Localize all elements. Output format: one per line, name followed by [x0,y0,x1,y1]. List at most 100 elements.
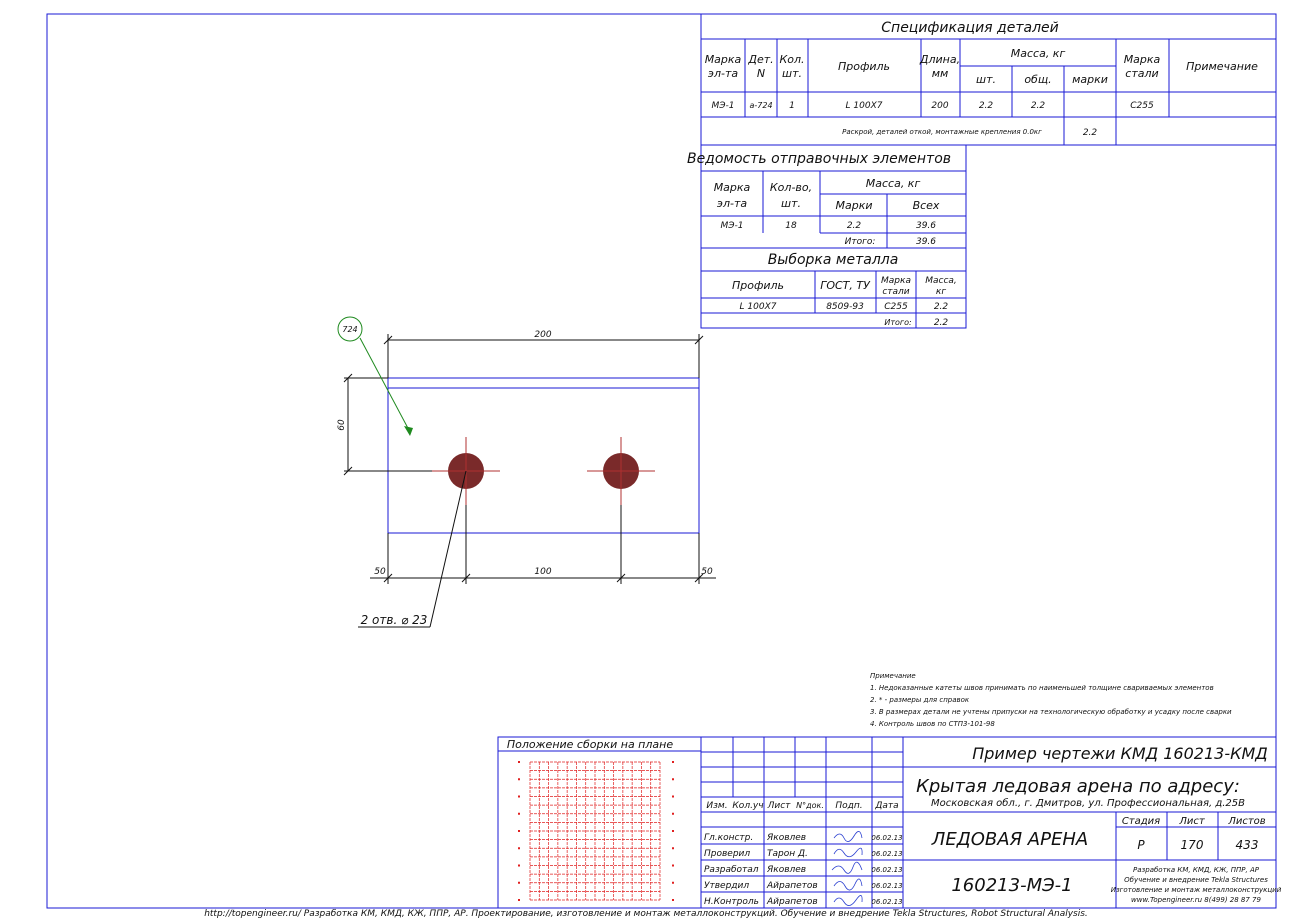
shipping-header-qty-1: Кол-во, [770,181,812,194]
sheets-header: Листов [1227,816,1265,827]
shipping-header-mark-2: эл-та [717,197,747,210]
spec-title: Спецификация деталей [881,20,1058,36]
role-5-date: 06.02.13 [871,898,902,906]
sheet-frame [46,13,1277,909]
shipping-header-mass: Масса, кг [866,177,921,190]
plan-axis-mark [672,761,674,763]
part-outline [387,377,700,534]
spec-header-profile: Профиль [838,60,890,73]
spec-cell-det: а-724 [749,101,772,110]
plan-axis-mark [672,864,674,867]
spec-header-length-1: Длина, [919,53,960,66]
doc-code: 160213-МЭ-1 [951,875,1072,896]
footer-link[interactable]: http://topengineer.ru/ Разработка КМ, КМ… [204,909,1088,919]
role-3-date: 06.02.13 [871,866,902,874]
dim-right: 50 [701,567,713,577]
metal-header-mass-1: Масса, [925,276,957,286]
object-title: Крытая ледовая арена по адресу: [916,776,1240,797]
plan-axis-mark [672,795,674,798]
spec-header-mark-1: Марка [705,53,742,66]
dim-height: 60 [337,419,347,431]
spec-cell-profile: L 100X7 [846,101,883,111]
company-line-1: Разработка КМ, КМД, КЖ, ППР, АР [1133,866,1260,874]
metal-header-profile: Профиль [732,279,784,292]
part-balloon-label: 724 [342,325,357,334]
role-3: Разработал [704,865,759,875]
company-line-3: Изготовление и монтаж металлоконструкций [1111,886,1282,894]
sheet-title: ЛЕДОВАЯ АРЕНА [931,829,1088,850]
location-plan: Положение сборки на плане [497,736,702,909]
shipping-table: Ведомость отправочных элементов Марка эл… [687,144,967,249]
col-list: Лист [767,801,792,811]
plan-axis-mark [672,830,674,832]
shipping-title: Ведомость отправочных элементов [687,151,951,167]
dim-left: 50 [374,567,386,577]
notes-block: Примечание 1. Недоказанные катеты швов п… [870,672,1232,728]
spec-header-qty-2: шт. [782,67,802,80]
role-2-date: 06.02.13 [871,850,902,858]
plan-axis-mark [518,830,520,832]
metal-total-label: Итого: [884,318,912,327]
signatures [831,831,863,906]
spec-header-steel-2: стали [1125,67,1158,80]
shipping-cell-mass-mark: 2.2 [847,221,862,231]
col-data: Дата [874,801,898,811]
col-izm: Изм. [706,801,727,811]
metal-header-gost: ГОСТ, ТУ [820,279,871,292]
shipping-total-label: Итого: [845,237,876,247]
role-2-name: Тарон Д. [767,849,808,859]
col-ndoc: N°док. [796,801,824,810]
spec-summary-value: 2.2 [1083,128,1098,138]
note-1: 1. Недоказанные катеты швов принимать по… [870,684,1214,692]
stage-header: Стадия [1122,816,1160,827]
col-podp: Подп. [835,801,862,811]
plan-axis-mark [518,847,520,850]
metal-cell-profile: L 100X7 [740,302,777,312]
spec-header-qty-1: Кол. [779,53,804,66]
shipping-header-qty-2: шт. [781,197,801,210]
plan-axis-mark [518,812,520,815]
shipping-total-value: 39.6 [916,237,936,247]
plan-axis-mark [518,778,520,781]
metal-cell-gost: 8509-93 [826,302,864,312]
role-5: Н.Контроль [704,897,759,907]
role-4-name: Айрапетов [766,881,818,891]
plan-axis-mark [518,881,520,884]
spec-cell-steel: С255 [1130,101,1154,111]
shipping-header-mass-all: Всех [913,199,940,212]
part-drawing: 200 60 50 100 50 2 отв. ⌀ 23 [337,316,716,628]
part-balloon [337,316,363,342]
role-1-name: Яковлев [766,833,806,843]
company-line-4: www.Topengineer.ru 8(499) 28 87 79 [1131,896,1261,904]
spec-header-note: Примечание [1186,60,1258,73]
balloon-leader [359,337,411,433]
spec-header-length-2: мм [932,67,949,80]
plan-axis-mark [672,778,674,781]
note-2: 2. * - размеры для справок [870,696,970,704]
shipping-cell-mark: МЭ-1 [720,221,743,231]
role-3-name: Яковлев [766,865,806,875]
metal-title: Выборка металла [768,252,899,268]
shipping-cell-qty: 18 [785,221,797,231]
balloon-arrow [404,426,413,436]
spec-header-det-1: Дет. [747,53,773,66]
plan-axis-mark [672,881,674,884]
role-4: Утвердил [704,881,749,891]
plan-axis-mark [518,864,520,867]
location-title: Положение сборки на плане [507,738,673,751]
spec-cell-mark: МЭ-1 [711,101,734,111]
role-4-date: 06.02.13 [871,882,902,890]
metal-header-mass-2: кг [936,287,946,297]
shipping-header-mark-1: Марка [714,181,751,194]
holes-label: 2 отв. ⌀ 23 [361,613,428,627]
dim-mid: 100 [534,567,551,577]
plan-axis-mark [518,899,520,901]
title-block: Изм. Кол.уч Лист N°док. Подп. Дата Гл.ко… [700,736,1282,909]
shipping-header-mass-mark: Марки [835,199,872,212]
spec-header-mass-total: общ. [1024,73,1051,86]
spec-table: Спецификация деталей Марка эл-та Дет. N … [700,13,1277,146]
spec-cell-qty: 1 [789,101,795,111]
metal-total-value: 2.2 [934,318,949,328]
spec-header-det-2: N [757,67,765,80]
spec-header-mass: Масса, кг [1011,47,1066,60]
